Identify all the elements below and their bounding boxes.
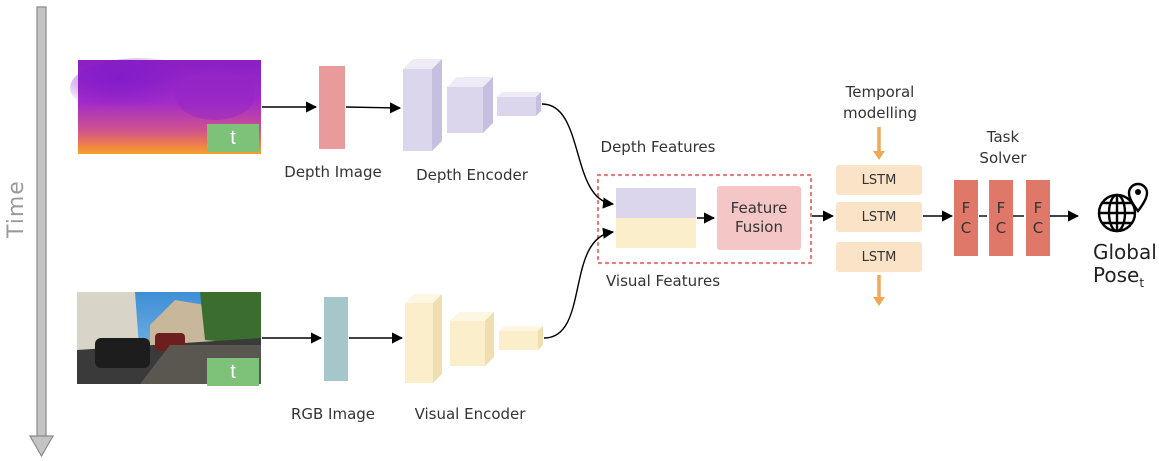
fc-layer-3: F C	[1026, 180, 1050, 256]
visual-encoder-label: Visual Encoder	[414, 405, 526, 423]
depth-image-slab	[319, 66, 345, 149]
rgb-image-label: RGB Image	[290, 405, 376, 423]
pose-main: Pose	[1093, 263, 1140, 287]
depth-frame-badge: t	[207, 124, 259, 152]
temporal-title-line2: modelling	[842, 104, 918, 122]
rgb-frame-badge: t	[207, 358, 259, 386]
rgb-image	[77, 292, 261, 384]
pose-subscript: t	[1139, 276, 1145, 290]
lstm-cell-top: LSTM	[836, 165, 922, 195]
temporal-orange-arrows	[873, 127, 885, 306]
task-solver-title: Task Solver	[979, 127, 1026, 169]
pose-line2: Poset	[1093, 264, 1157, 295]
fusion-line1: Feature	[730, 199, 788, 217]
lstm-cell-middle: LSTM	[836, 202, 922, 232]
depth-image	[70, 58, 261, 154]
fc-layer-3-top: F	[1033, 199, 1043, 217]
visual-encoder-blocks	[405, 294, 543, 383]
fc-layer-1: F C	[954, 180, 978, 256]
fusion-line2: Fusion	[735, 218, 783, 236]
depth-image-label: Depth Image	[284, 163, 382, 181]
time-axis-label: Time	[4, 180, 29, 238]
task-title-line1: Task	[986, 128, 1020, 146]
globe-pin-icon	[1097, 182, 1149, 233]
feature-fusion-block: Feature Fusion	[717, 186, 801, 250]
temporal-title-line1: Temporal	[845, 83, 915, 101]
feature-group-box	[596, 173, 813, 265]
flow-arrows	[262, 101, 1080, 344]
visual-features-label: Visual Features	[605, 272, 721, 290]
depth-encoder-label: Depth Encoder	[416, 166, 528, 184]
fc-layer-3-bottom: C	[1032, 219, 1044, 237]
rgb-image-slab	[324, 297, 348, 381]
depth-features-label: Depth Features	[600, 138, 716, 156]
visual-feature-vector	[616, 218, 696, 248]
temporal-modelling-title: Temporal modelling	[843, 82, 917, 124]
fc-layer-1-bottom: C	[960, 219, 972, 237]
depth-encoder-blocks	[403, 59, 541, 151]
depth-feature-vector	[616, 188, 696, 218]
task-title-line2: Solver	[979, 149, 1027, 167]
global-pose-output: Global Poset	[1093, 241, 1157, 295]
fc-layer-2: F C	[989, 180, 1013, 256]
time-axis-arrow	[28, 6, 55, 458]
fc-layer-2-top: F	[996, 199, 1006, 217]
fc-layer-2-bottom: C	[995, 219, 1007, 237]
pose-line1: Global	[1093, 240, 1157, 264]
lstm-cell-bottom: LSTM	[836, 242, 922, 272]
fc-layer-1-top: F	[961, 199, 971, 217]
